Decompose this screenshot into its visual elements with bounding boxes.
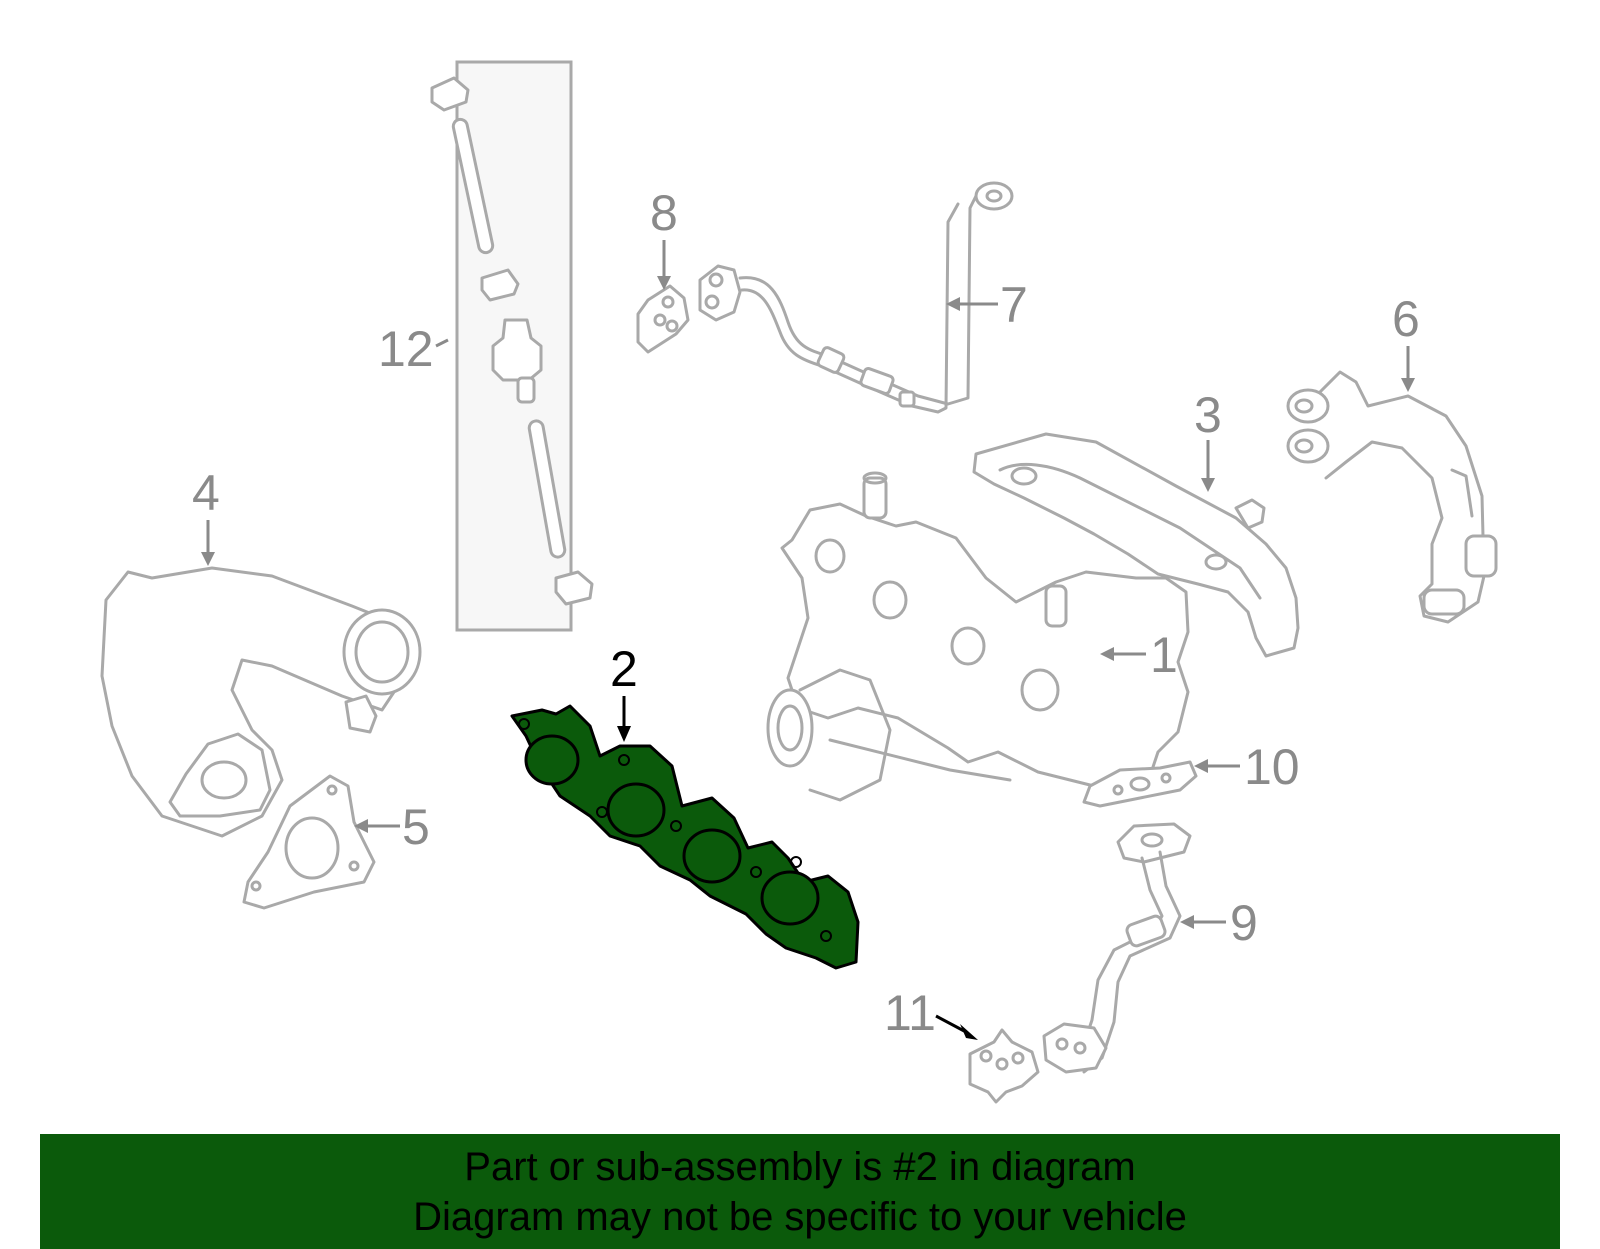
part-4-intake-pipe[interactable]	[100, 566, 422, 838]
callout-12: 12	[378, 321, 434, 377]
part-11-gasket[interactable]	[968, 1028, 1040, 1104]
part-6-coolant-pipe[interactable]	[1286, 370, 1498, 624]
part-9-oil-return-pipe[interactable]	[1042, 822, 1192, 1074]
part-7-oil-pipe[interactable]	[698, 181, 1014, 414]
callout-1: 1	[1150, 627, 1178, 683]
part-2-manifold-gasket[interactable]	[510, 704, 860, 970]
part-10-gasket[interactable]	[1082, 760, 1198, 808]
callout-4: 4	[192, 465, 220, 521]
part-12-hose-assembly[interactable]	[430, 60, 594, 632]
callout-2: 2	[610, 641, 638, 697]
callout-10: 10	[1244, 739, 1300, 795]
banner-line-1: Part or sub-assembly is #2 in diagram	[464, 1144, 1136, 1189]
callout-6: 6	[1392, 291, 1420, 347]
info-banner: Part or sub-assembly is #2 in diagram Di…	[40, 1134, 1560, 1249]
leader-lines	[201, 240, 1415, 1040]
callout-8: 8	[650, 185, 678, 241]
parts-diagram: 12 8 7 6 3 1 4 5 2 10 9 11	[100, 60, 1498, 1104]
part-1-turbocharger[interactable]	[766, 471, 1190, 802]
callout-labels: 12 8 7 6 3 1 4 5 2 10 9 11	[192, 185, 1420, 1041]
part-8-gasket[interactable]	[636, 284, 690, 354]
part-5-gasket[interactable]	[242, 774, 376, 910]
callout-11: 11	[884, 985, 936, 1041]
callout-7: 7	[1000, 277, 1028, 333]
callout-3: 3	[1194, 387, 1222, 443]
part-3-heat-shield[interactable]	[972, 432, 1300, 658]
callout-5: 5	[402, 799, 430, 855]
callout-9: 9	[1230, 895, 1258, 951]
banner-line-2: Diagram may not be specific to your vehi…	[413, 1194, 1187, 1239]
